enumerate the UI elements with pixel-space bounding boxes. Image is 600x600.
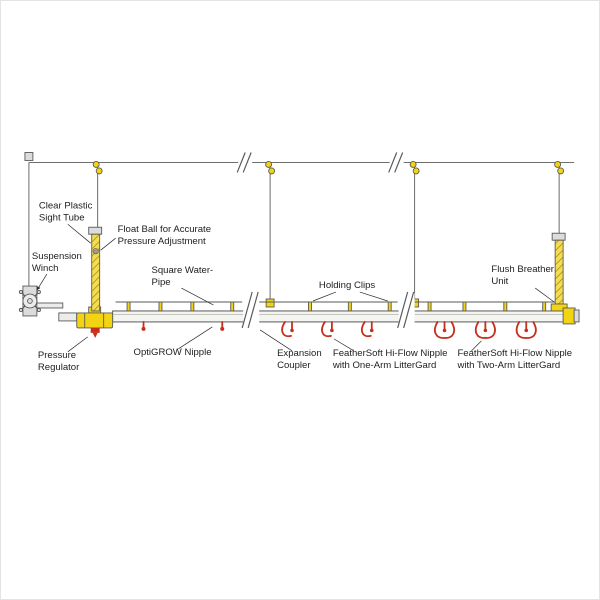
winch-crank-icon — [18, 289, 41, 313]
suspension-pulley-icon — [409, 161, 420, 308]
flush-breather-unit — [550, 232, 580, 325]
label-pressure-regulator: Pressure — [38, 350, 76, 361]
two-arm-nipple-icon — [474, 321, 496, 339]
label-square-pipe: Pipe — [151, 277, 170, 288]
label-one-arm-nipple: FeatherSoft Hi-Flow Nipple — [333, 348, 448, 359]
cable-break-slashes-icon — [236, 152, 404, 173]
supply-stub — [58, 312, 78, 322]
label-one-arm-nipple: with One-Arm LitterGard — [332, 360, 436, 371]
label-two-arm-nipple: with Two-Arm LitterGard — [456, 360, 560, 371]
suspension-pulley-icon — [265, 161, 276, 308]
label-float-ball: Float Ball for Accurate — [118, 224, 211, 235]
one-arm-nipple-icon — [281, 321, 294, 338]
label-pressure-regulator: Regulator — [38, 362, 80, 373]
label-expansion-coupler: Coupler — [277, 360, 311, 371]
pressure-regulator — [76, 306, 114, 338]
square-water-pipe — [58, 301, 575, 323]
float-ball-icon — [92, 248, 99, 255]
regulator-drain-icon — [92, 332, 98, 338]
two-arm-nipple-icon — [515, 321, 537, 339]
labels: Clear Plastic Sight Tube Float Ball for … — [32, 200, 572, 372]
suspension-pulley-icon — [92, 161, 103, 229]
label-flush-breather: Unit — [491, 276, 508, 287]
sight-tube — [88, 226, 103, 312]
label-sight-tube: Clear Plastic — [39, 200, 93, 211]
one-arm-littergard-nipples — [281, 321, 374, 338]
leader-lines — [36, 223, 555, 353]
suspension-cable-top — [24, 152, 575, 173]
regulator-valve-icon — [90, 327, 100, 333]
label-expansion-coupler: Expansion — [277, 348, 322, 359]
end-cap — [573, 309, 580, 323]
one-arm-nipple-icon — [361, 321, 374, 338]
label-optigrow: OptiGROW Nipple — [134, 347, 212, 358]
label-flush-breather: Flush Breather — [491, 264, 554, 275]
two-arm-nipple-icon — [434, 321, 455, 339]
end-fitting — [562, 307, 576, 325]
holding-clips — [126, 301, 547, 312]
leader-arrowhead-icon — [36, 286, 41, 291]
label-float-ball: Pressure Adjustment — [118, 236, 206, 247]
label-suspension-winch: Suspension — [32, 251, 82, 262]
suspension-drops — [92, 161, 565, 308]
optigrow-nipple-icon — [220, 321, 225, 331]
two-arm-littergard-nipples — [434, 321, 537, 339]
cable-anchor-icon — [24, 152, 34, 161]
optigrow-nipples — [141, 321, 225, 331]
label-holding-clips: Holding Clips — [319, 280, 375, 291]
label-two-arm-nipple: FeatherSoft Hi-Flow Nipple — [457, 348, 572, 359]
suspension-winch — [18, 162, 64, 317]
suspension-pulley-icon — [554, 161, 565, 234]
optigrow-nipple-icon — [141, 321, 146, 331]
label-sight-tube: Sight Tube — [39, 212, 85, 223]
pipe-hanger-clamp-icon — [265, 298, 275, 308]
label-suspension-winch: Winch — [32, 263, 59, 274]
label-square-pipe: Square Water- — [151, 265, 213, 276]
one-arm-nipple-icon — [321, 321, 334, 338]
pipe-break-slashes-icon — [241, 291, 415, 329]
